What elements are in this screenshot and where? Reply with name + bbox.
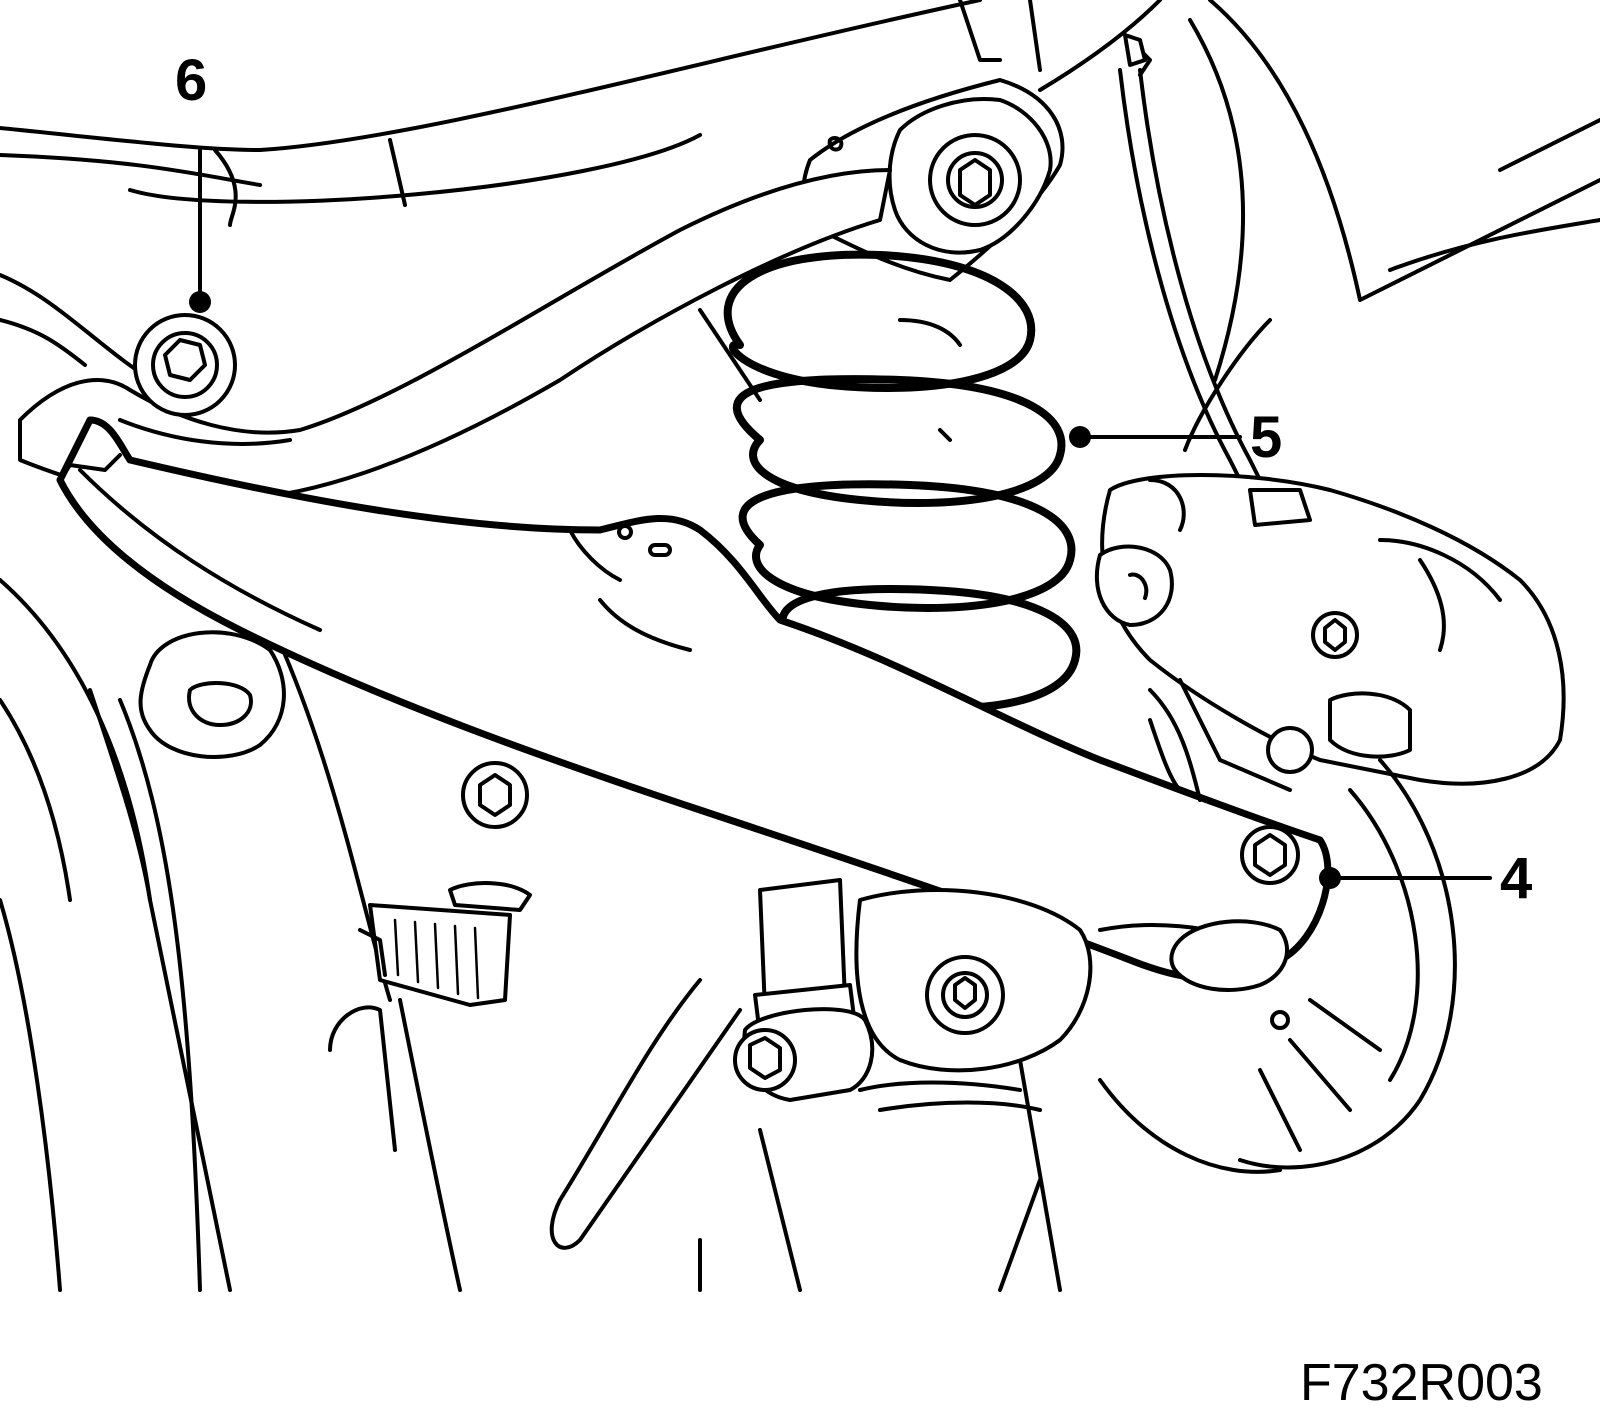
callout-6: 6	[175, 48, 207, 113]
leader-dot-6	[189, 291, 211, 313]
leader-dot-5	[1069, 426, 1091, 448]
coil-spring	[698, 250, 1081, 712]
chassis-frame	[0, 0, 1600, 1292]
callout-labels: 6 5 4	[175, 48, 1532, 911]
shock-absorber	[733, 878, 875, 1102]
leader-dot-4	[1319, 867, 1341, 889]
lower-link	[854, 888, 1093, 1112]
leader-lines	[189, 148, 1492, 889]
brake-disc	[1098, 758, 1457, 1174]
lower-control-arm	[56, 416, 1332, 992]
brake-caliper	[1094, 473, 1566, 1030]
subframe	[18, 168, 892, 829]
callout-4: 4	[1500, 846, 1532, 911]
bump-stop	[358, 881, 532, 1007]
callout-5: 5	[1250, 405, 1282, 470]
figure-reference-code: F732R003	[1300, 1354, 1543, 1412]
